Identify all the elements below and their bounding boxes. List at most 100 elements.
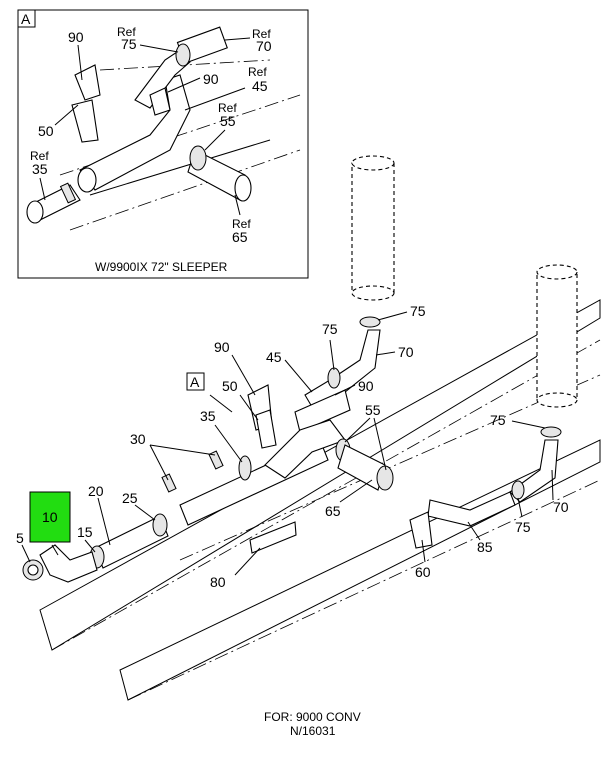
inset-label-90b: 90	[203, 71, 219, 87]
main-tag-box	[186, 372, 205, 391]
inset-frame-rail-2	[69, 149, 301, 231]
leader-90a	[231, 354, 256, 396]
inset-label-70: 70	[256, 38, 272, 54]
bracket-50	[255, 409, 277, 449]
inset-label-ref-75: Ref	[117, 25, 136, 39]
stack-left	[351, 155, 395, 301]
clamp-25	[152, 513, 168, 537]
pipe-65	[337, 444, 386, 491]
inset-pipe-35-end	[26, 200, 44, 224]
label-50: 50	[222, 378, 238, 394]
callout-10-highlight[interactable]	[29, 491, 71, 543]
leader-75c	[511, 420, 546, 429]
leader-55b	[373, 417, 387, 471]
leader-30a	[149, 444, 169, 481]
leader-85	[467, 521, 481, 541]
leader-5	[21, 544, 31, 563]
frame-crossline	[179, 374, 601, 561]
inset-label-ref-55: Ref	[218, 101, 237, 115]
label-75b: 75	[322, 321, 338, 337]
leader-30b	[149, 444, 216, 456]
label-75c: 75	[490, 412, 506, 428]
inset-label-35: 35	[32, 161, 48, 177]
footer-line1: FOR: 9000 CONV	[264, 710, 361, 724]
label-60: 60	[415, 564, 431, 580]
main-assembly: A 10 5 15 20 25 30 35 50 90 45 75 75 70 …	[16, 155, 601, 701]
leader-35	[214, 424, 243, 463]
label-25: 25	[122, 490, 138, 506]
pipe-65-end	[376, 465, 394, 491]
bracket-60	[409, 511, 433, 549]
leader-50	[239, 394, 259, 421]
leader-80	[234, 547, 261, 576]
frame-rail-left	[39, 299, 601, 651]
leader-70b	[551, 469, 554, 501]
leader-55a	[344, 417, 371, 443]
leader-90b	[334, 384, 356, 396]
leader-60	[421, 539, 426, 563]
clamp-75-lower	[327, 367, 341, 389]
inset-label-45: 45	[252, 78, 268, 94]
inset-leader-35	[39, 177, 46, 201]
label-85: 85	[477, 539, 493, 555]
inset-leader-50	[54, 104, 79, 126]
pipe-upper-run	[294, 389, 351, 433]
inset-clamp-35	[59, 182, 77, 204]
leader-15	[84, 539, 96, 553]
inset-pipe-65-end	[234, 174, 252, 202]
label-45: 45	[266, 349, 282, 365]
stack-right	[536, 264, 578, 408]
inset-leader-65	[234, 194, 241, 216]
inset-leader-90	[77, 44, 83, 81]
inset-clamp-55	[189, 145, 207, 171]
leader-75d	[517, 497, 523, 518]
clamp-30b	[208, 450, 224, 470]
leader-70a	[375, 351, 396, 356]
clamp-75-upper	[359, 316, 381, 328]
main-tag-arrow	[209, 394, 233, 413]
inset-caption: W/9900IX 72" SLEEPER	[95, 260, 228, 274]
inset-label-65: 65	[232, 229, 248, 245]
inset-bracket-50	[71, 99, 99, 143]
heat-shield-80	[249, 521, 297, 554]
leader-10	[51, 544, 59, 556]
inset-leader-45	[184, 87, 246, 111]
inset-label-ref-35: Ref	[30, 149, 49, 163]
inset-frame-rail-3	[89, 139, 271, 196]
inset-label-ref-70: Ref	[252, 27, 271, 41]
flange-5-inner	[27, 564, 39, 576]
footer-line2: N/16031	[290, 724, 336, 738]
frame-rail-right-lower	[127, 479, 601, 701]
clamp-30a	[161, 473, 177, 493]
inset-pipe-45-end	[77, 167, 97, 193]
inset-leader-90b	[167, 77, 201, 93]
inset-label-55: 55	[220, 113, 236, 129]
leader-25	[134, 504, 156, 521]
label-75d: 75	[515, 519, 531, 535]
label-5: 5	[16, 530, 24, 546]
inset-label-90: 90	[68, 29, 84, 45]
label-70b: 70	[553, 499, 569, 515]
label-15: 15	[77, 524, 93, 540]
label-90a: 90	[214, 339, 230, 355]
inset-tag: A	[21, 11, 31, 27]
label-90b: 90	[358, 378, 374, 394]
label-80: 80	[210, 574, 226, 590]
label-55: 55	[365, 402, 381, 418]
label-35: 35	[200, 408, 216, 424]
inset-elbow-upper	[134, 49, 191, 109]
inset-leader-75	[139, 44, 179, 53]
clamp-75-right-upper	[540, 426, 562, 438]
inset-detail: A 90 Ref 75 Ref 70	[17, 9, 309, 279]
elbow-10	[39, 544, 98, 583]
clamp-75-right-lower	[511, 480, 525, 500]
inset-label-ref-45: Ref	[248, 65, 267, 79]
inset-label-75: 75	[121, 36, 137, 52]
inset-clamp-75	[175, 43, 191, 67]
inset-label-50: 50	[38, 123, 54, 139]
inset-leader-55	[204, 129, 226, 151]
leader-45	[284, 359, 313, 393]
label-30: 30	[130, 431, 146, 447]
main-tag: A	[190, 374, 200, 390]
